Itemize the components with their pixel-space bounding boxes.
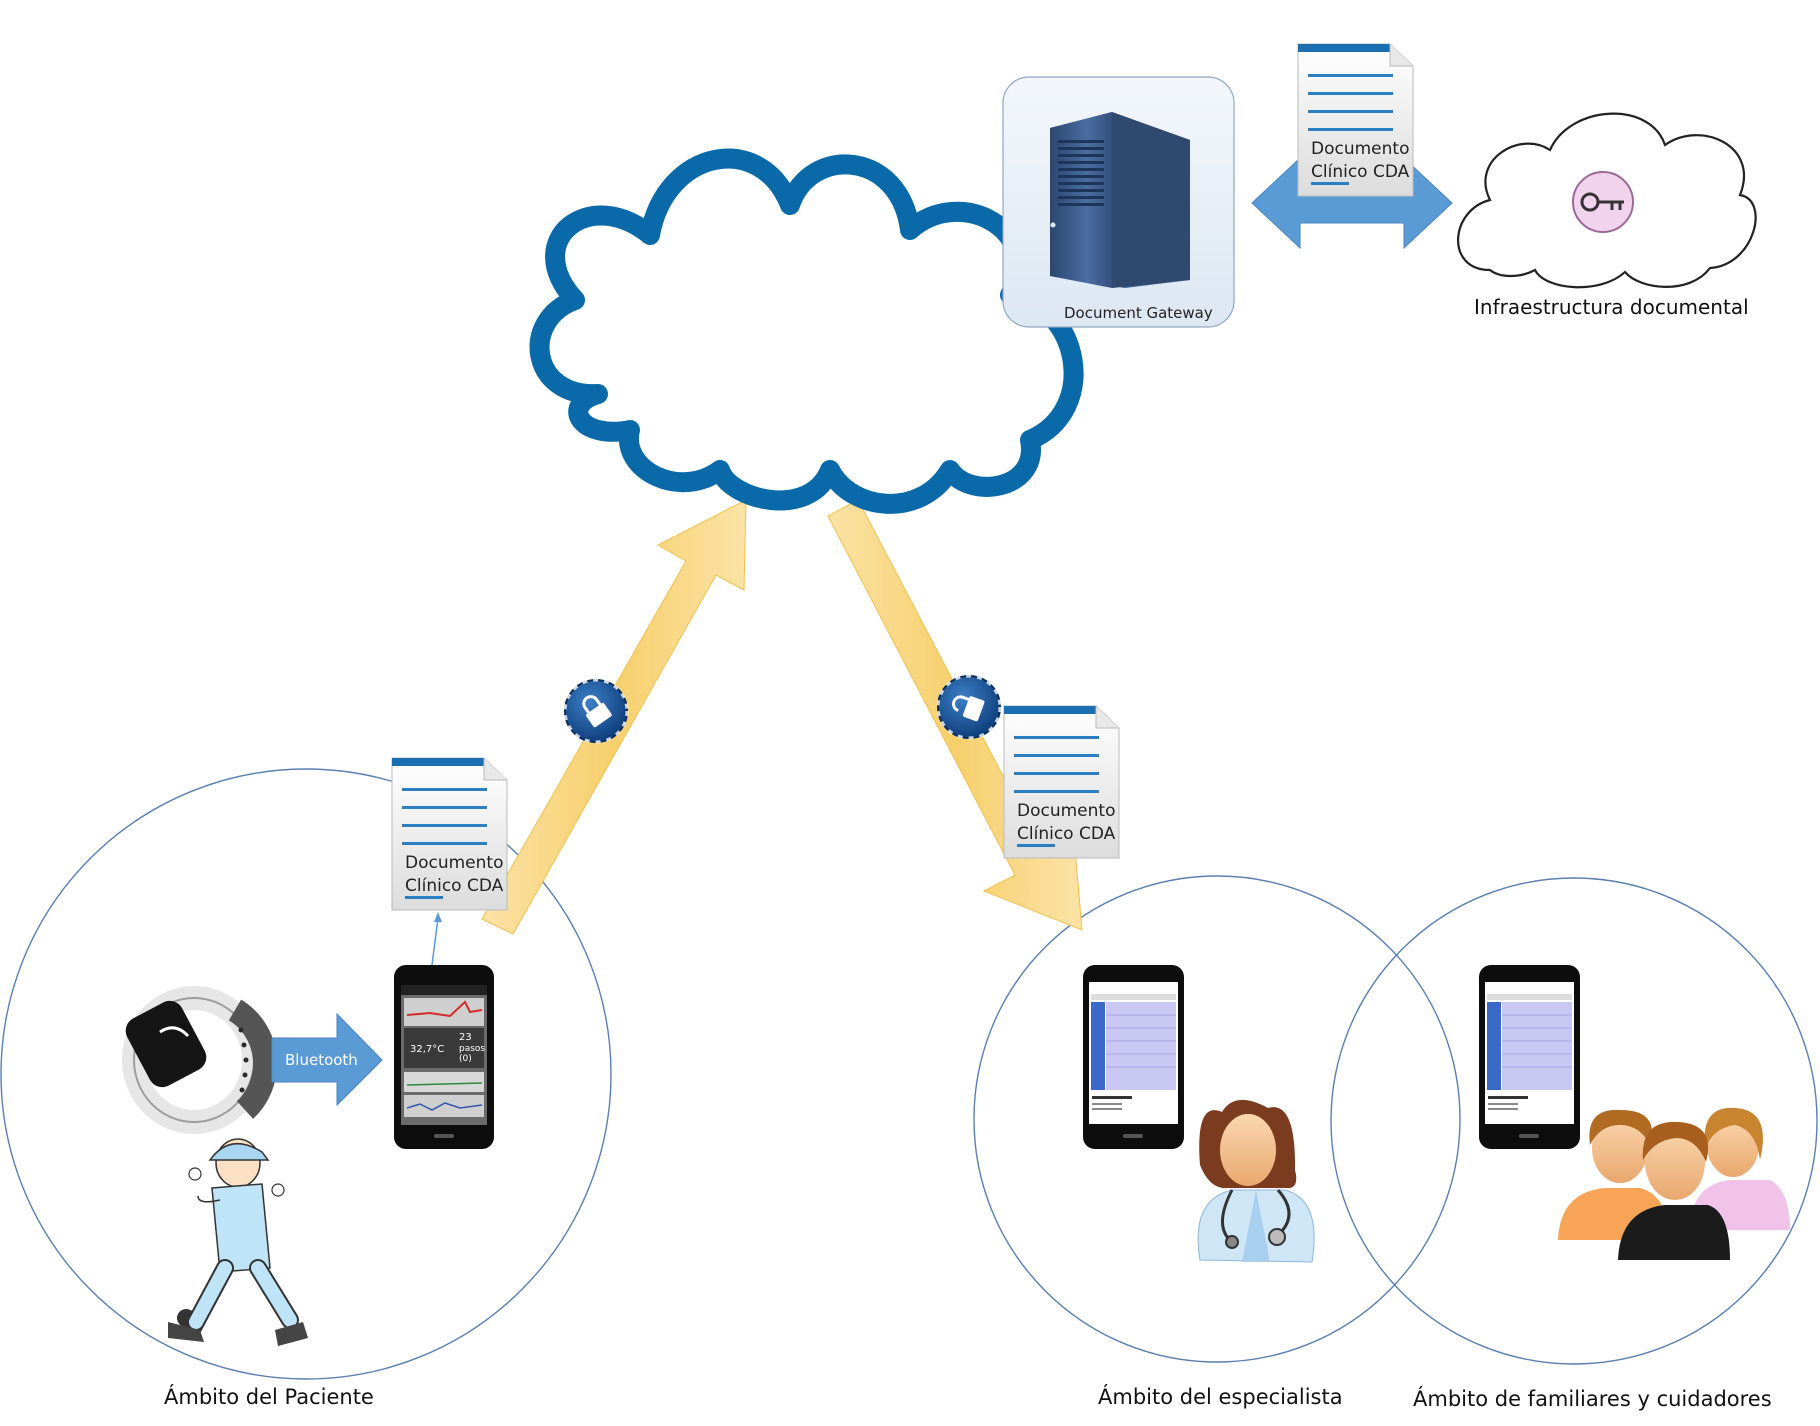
- patient-phone[interactable]: 32,7°C 23 pasos (0): [394, 965, 494, 1149]
- key-icon: [1572, 171, 1634, 233]
- phone-to-doc-arrow: [431, 912, 442, 966]
- gateway-label: Document Gateway: [1064, 304, 1213, 322]
- specialist-scope-label: Ámbito del especialista: [1098, 1384, 1343, 1409]
- infrastructure-cloud: [1457, 112, 1757, 289]
- bluetooth-label: Bluetooth: [285, 1051, 358, 1069]
- phone-steps-unit: pasos: [459, 1044, 485, 1054]
- phone-steps-value: 23: [459, 1032, 472, 1043]
- doc-top-line2: Clínico CDA: [1311, 162, 1410, 182]
- patient-scope-label: Ámbito del Paciente: [164, 1384, 374, 1409]
- doc-top-line1: Documento: [1311, 139, 1409, 159]
- doc-patient-line2: Clínico CDA: [405, 876, 504, 896]
- server-icon: [1050, 112, 1190, 288]
- specialist-scope-circle: [973, 875, 1461, 1363]
- family-scope-circle: [1330, 877, 1818, 1365]
- phone-steps-extra: (0): [459, 1054, 472, 1064]
- doc-specialist-line2: Clínico CDA: [1017, 824, 1116, 844]
- family-group-icon: [1558, 1107, 1790, 1260]
- lock-closed-icon: [563, 678, 629, 744]
- cda-document-patient: Documento Clínico CDA: [391, 757, 508, 911]
- doc-patient-line1: Documento: [405, 853, 503, 873]
- wristband-icon: [122, 986, 278, 1134]
- phone-temperature: 32,7°C: [410, 1044, 444, 1055]
- family-phone[interactable]: [1479, 965, 1580, 1149]
- walking-patient-icon: [168, 1138, 308, 1346]
- bluetooth-arrow: Bluetooth: [271, 1012, 383, 1107]
- infrastructure-label: Infraestructura documental: [1474, 295, 1749, 319]
- lock-open-icon: [936, 674, 1002, 740]
- document-gateway: Document Gateway: [1002, 76, 1235, 328]
- cda-document-top: Documento Clínico CDA: [1297, 43, 1414, 197]
- specialist-phone[interactable]: [1083, 965, 1184, 1149]
- family-scope-label: Ámbito de familiares y cuidadores: [1413, 1386, 1772, 1411]
- doc-specialist-line1: Documento: [1017, 801, 1115, 821]
- cloud-shape: [529, 148, 1084, 514]
- cda-document-specialist: Documento Clínico CDA: [1003, 705, 1120, 859]
- patient-scope-circle: [0, 768, 612, 1380]
- doctor-avatar-icon: [1197, 1099, 1315, 1263]
